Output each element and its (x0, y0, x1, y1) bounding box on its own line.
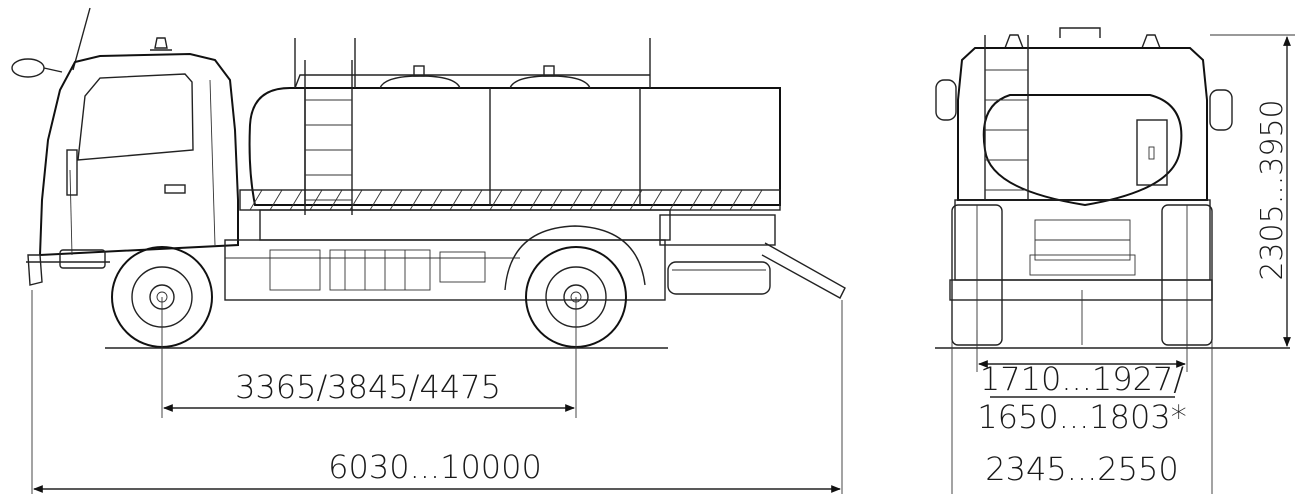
rear-dimension-lines (951, 34, 1295, 494)
overall-width-label: 2345...2550 (985, 450, 1178, 488)
side-view-truck (11, 7, 846, 349)
wheelbase-label: 3365/3845/4475 (235, 368, 501, 406)
track-label-line1: 1710...1927/ (980, 360, 1184, 398)
track-label-line2: 1650...1803* (977, 398, 1186, 436)
height-label: 2305...3950 (1255, 99, 1290, 280)
overall-length-label: 6030...10000 (328, 448, 542, 486)
side-dimension-lines (31, 290, 843, 494)
rear-view-truck (935, 27, 1290, 349)
